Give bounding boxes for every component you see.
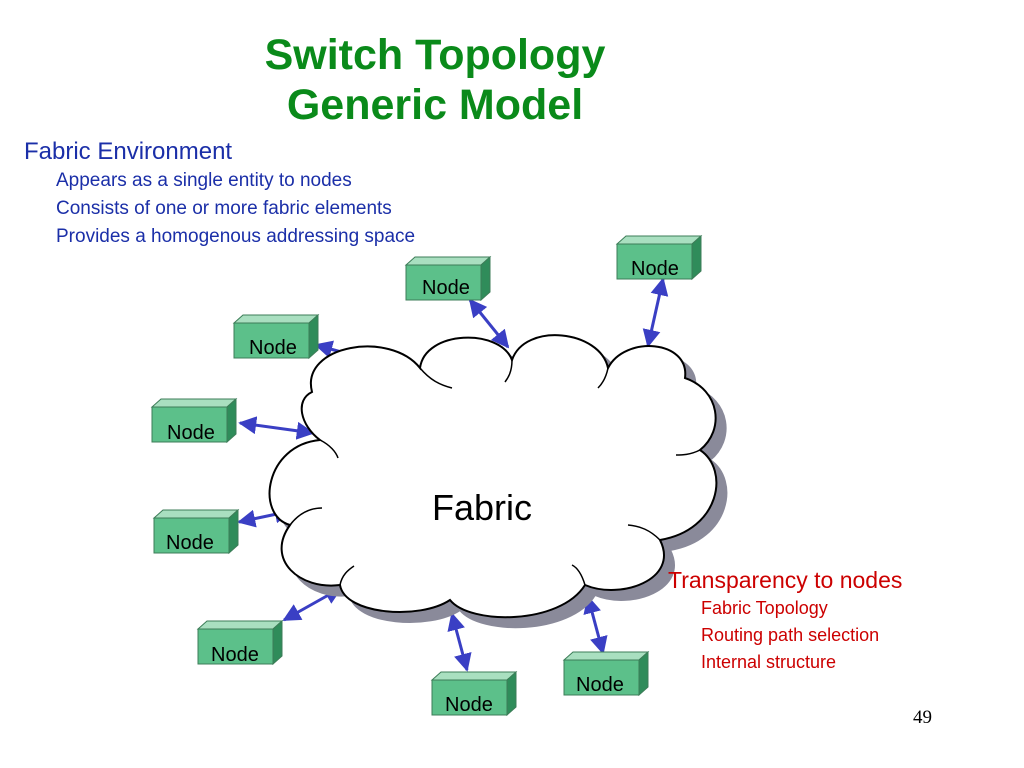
title-line-1: Switch Topology bbox=[264, 31, 606, 79]
node-left-3: Node bbox=[152, 508, 240, 555]
fabric-label: Fabric bbox=[432, 487, 532, 528]
fabric-point-1: Appears as a single entity to nodes bbox=[56, 170, 352, 191]
node-bottom-center: Node bbox=[430, 670, 518, 717]
node-label: Node bbox=[211, 644, 259, 666]
transparency-point-1: Fabric Topology bbox=[701, 598, 828, 618]
node-left-1: Node bbox=[232, 313, 320, 360]
node-label: Node bbox=[166, 532, 214, 554]
node-bottom-right: Node bbox=[562, 650, 650, 697]
node-label: Node bbox=[167, 422, 215, 444]
transparency-point-3: Internal structure bbox=[701, 652, 837, 672]
arrow-top-right bbox=[642, 277, 669, 348]
transparency-list: Transparency to nodes Fabric Topology Ro… bbox=[668, 565, 902, 676]
fabric-point-2: Consists of one or more fabric elements bbox=[56, 198, 392, 219]
node-label: Node bbox=[445, 694, 493, 716]
node-label: Node bbox=[576, 674, 624, 696]
node-label: Node bbox=[631, 258, 679, 280]
transparency-point-2: Routing path selection bbox=[701, 625, 880, 645]
fabric-environment-list: Fabric Environment Appears as a single e… bbox=[24, 137, 415, 251]
page-number: 49 bbox=[913, 707, 932, 728]
arrow-bottom-right bbox=[583, 595, 608, 655]
node-top-center: Node bbox=[404, 255, 492, 302]
node-boxes: Node Node Node Node Node bbox=[150, 234, 703, 717]
title-line-2: Generic Model bbox=[286, 81, 584, 129]
arrow-top-center bbox=[468, 298, 510, 349]
node-bottom-left: Node bbox=[196, 619, 284, 666]
node-top-right: Node bbox=[615, 234, 703, 281]
node-label: Node bbox=[249, 337, 297, 359]
node-label: Node bbox=[422, 277, 470, 299]
fabric-environment-heading: Fabric Environment bbox=[24, 138, 233, 165]
arrow-left-2 bbox=[238, 416, 315, 440]
node-left-2: Node bbox=[150, 397, 238, 444]
fabric-point-3: Provides a homogenous addressing space bbox=[56, 226, 416, 247]
fabric-cloud: Fabric bbox=[268, 334, 718, 619]
slide-title: Switch Topology Generic Model bbox=[0, 30, 870, 130]
transparency-heading: Transparency to nodes bbox=[668, 567, 903, 593]
arrow-bottom-center bbox=[447, 612, 472, 672]
